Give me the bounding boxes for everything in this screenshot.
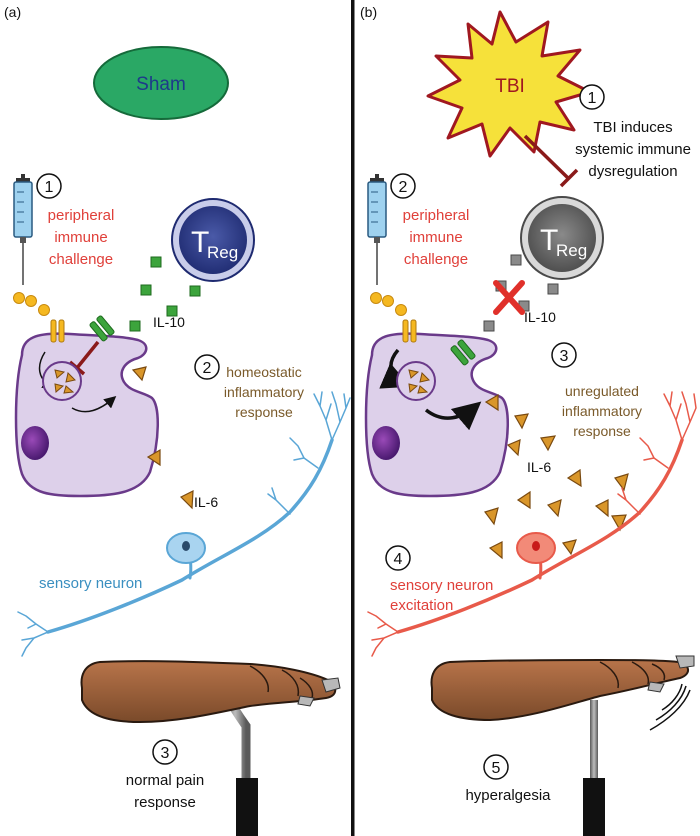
secretion-arrow-b bbox=[424, 401, 482, 431]
secretion-arrow-a bbox=[71, 396, 117, 413]
il10-label-a: IL-10 bbox=[153, 314, 185, 330]
step-a2-line1: homeostatic bbox=[226, 364, 301, 380]
sham-ellipse bbox=[93, 46, 229, 120]
il6-molecules-a bbox=[131, 366, 194, 510]
step-a2-number: 2 bbox=[203, 360, 212, 377]
step-b4-line2: excitation bbox=[390, 597, 453, 614]
stim-holder-b bbox=[583, 778, 605, 836]
panel-divider bbox=[351, 0, 355, 836]
treg-cell-a: T Reg bbox=[171, 198, 255, 282]
step-b2-line2: immune bbox=[409, 229, 462, 246]
receptor-yellow-a bbox=[50, 319, 65, 343]
neuron-label-a: sensory neuron bbox=[39, 575, 142, 592]
nucleus-a bbox=[21, 426, 49, 460]
step-a1-marker bbox=[36, 173, 62, 199]
receptor-green-b bbox=[450, 339, 476, 366]
step-b5-line1: hyperalgesia bbox=[465, 787, 551, 804]
antigen-particles-a bbox=[13, 292, 50, 316]
step-b3-line3: response bbox=[573, 423, 631, 439]
sham-label: Sham bbox=[136, 74, 186, 95]
stim-filament-b bbox=[590, 700, 598, 780]
il10-label-b: IL-10 bbox=[524, 309, 556, 325]
step-b2-line1: peripheral bbox=[403, 207, 470, 224]
inhibition-tbi-treg bbox=[523, 134, 579, 188]
step-b3-marker bbox=[551, 342, 577, 368]
treg-a-Reg: Reg bbox=[207, 243, 238, 262]
panel-a-label: (a) bbox=[4, 4, 21, 20]
step-a1-line1: peripheral bbox=[48, 207, 115, 224]
neuron-nucleus-b bbox=[532, 541, 540, 551]
step-b1-line2: systemic immune bbox=[575, 141, 691, 158]
syringe-icon-b bbox=[367, 174, 387, 285]
vesicle-a bbox=[42, 361, 82, 401]
panel-a: (a) Sham 1 peripheral immune challenge T… bbox=[4, 4, 351, 836]
vesicle-cytokines-a bbox=[54, 369, 76, 394]
receptor-yellow-b bbox=[402, 319, 417, 343]
step-a2-line2: inflammatory bbox=[224, 384, 304, 400]
step-a2-marker bbox=[194, 354, 220, 380]
panel-b-label: (b) bbox=[360, 4, 377, 20]
paw-b bbox=[430, 655, 695, 722]
panel-b: (b) TBI 1 TBI induces systemic immune dy… bbox=[360, 4, 697, 836]
neuron-nucleus-a bbox=[182, 541, 190, 551]
step-b2-number: 2 bbox=[399, 179, 408, 196]
treg-cell-b: T Reg bbox=[520, 196, 604, 280]
vesicle-b bbox=[396, 361, 436, 401]
step-a2-line3: response bbox=[235, 404, 293, 420]
step-b5-number: 5 bbox=[492, 760, 501, 777]
step-a3-marker bbox=[152, 739, 178, 765]
step-b1-number: 1 bbox=[588, 90, 597, 107]
step-b1-marker bbox=[579, 84, 605, 110]
step-b4-number: 4 bbox=[394, 551, 403, 568]
treg-b-T: T bbox=[540, 224, 558, 257]
syringe-icon bbox=[13, 174, 33, 285]
il10-molecules-a bbox=[129, 256, 201, 332]
step-b2-marker bbox=[390, 173, 416, 199]
withdrawal-motion-lines bbox=[649, 683, 691, 731]
nucleus-b bbox=[372, 426, 400, 460]
step-b3-number: 3 bbox=[560, 348, 569, 365]
step-a3-number: 3 bbox=[161, 745, 170, 762]
il6-label-b: IL-6 bbox=[527, 459, 551, 475]
paw-a bbox=[80, 660, 341, 724]
step-b2-line3: challenge bbox=[404, 251, 468, 268]
step-b1-line1: TBI induces bbox=[593, 119, 672, 136]
sensory-neuron-b bbox=[367, 391, 697, 657]
step-b3-line2: inflammatory bbox=[562, 403, 642, 419]
step-b4-marker bbox=[385, 545, 411, 571]
step-a1-line3: challenge bbox=[49, 251, 113, 268]
step-b3-line1: unregulated bbox=[565, 383, 639, 399]
vesicle-cytokines-b bbox=[408, 369, 430, 394]
step-b5-marker bbox=[483, 754, 509, 780]
tbi-starburst bbox=[426, 10, 592, 158]
step-a3-line2: response bbox=[134, 794, 196, 811]
treg-a-T: T bbox=[191, 226, 209, 259]
il6-molecules-b bbox=[484, 393, 629, 560]
step-a1-line2: immune bbox=[54, 229, 107, 246]
tbi-label: TBI bbox=[495, 76, 525, 97]
receptor-green-a bbox=[89, 315, 115, 342]
blocked-x-icon bbox=[493, 280, 525, 315]
il6-label-a: IL-6 bbox=[194, 494, 218, 510]
step-b4-line1: sensory neuron bbox=[390, 577, 493, 594]
treg-b-Reg: Reg bbox=[556, 241, 587, 260]
step-a3-line1: normal pain bbox=[126, 772, 204, 789]
antigen-particles-b bbox=[370, 292, 407, 316]
stim-holder-a bbox=[236, 778, 258, 836]
step-b1-line3: dysregulation bbox=[588, 163, 677, 180]
step-a1-number: 1 bbox=[45, 179, 54, 196]
